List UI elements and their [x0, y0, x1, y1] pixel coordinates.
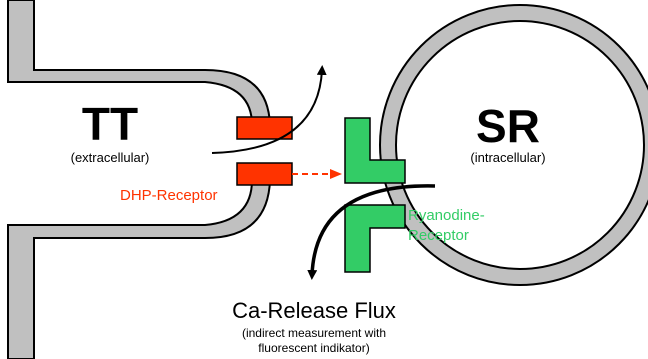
tt-subtitle: (extracellular): [71, 150, 150, 165]
tt-membrane-lower: [7, 179, 272, 359]
flux-note-line1: (indirect measurement with: [242, 326, 386, 340]
ryanodine-label-line2: Receptor: [408, 227, 469, 244]
tt-membrane-upper: [7, 0, 272, 126]
ryanodine-receptor-lower: [344, 204, 406, 273]
sr-title: SR: [476, 100, 540, 152]
flux-title: Ca-Release Flux: [232, 298, 396, 323]
dhp-receptor-label: DHP-Receptor: [120, 187, 218, 204]
ryanodine-label-line1: Ryanodine-: [408, 207, 485, 224]
flux-note-line2: fluorescent indikator): [258, 341, 369, 355]
dhp-receptor-upper: [236, 116, 293, 140]
sr-inner: [395, 20, 645, 270]
signal-arrow-head: [330, 169, 342, 179]
ryanodine-receptor-upper: [344, 117, 406, 184]
extracellular-flow-arrow: [211, 65, 327, 154]
sr-subtitle: (intracellular): [470, 150, 545, 165]
ca-release-flux-arrow: [307, 184, 436, 280]
dhp-receptor-lower: [236, 162, 293, 186]
tt-title: TT: [82, 98, 138, 150]
